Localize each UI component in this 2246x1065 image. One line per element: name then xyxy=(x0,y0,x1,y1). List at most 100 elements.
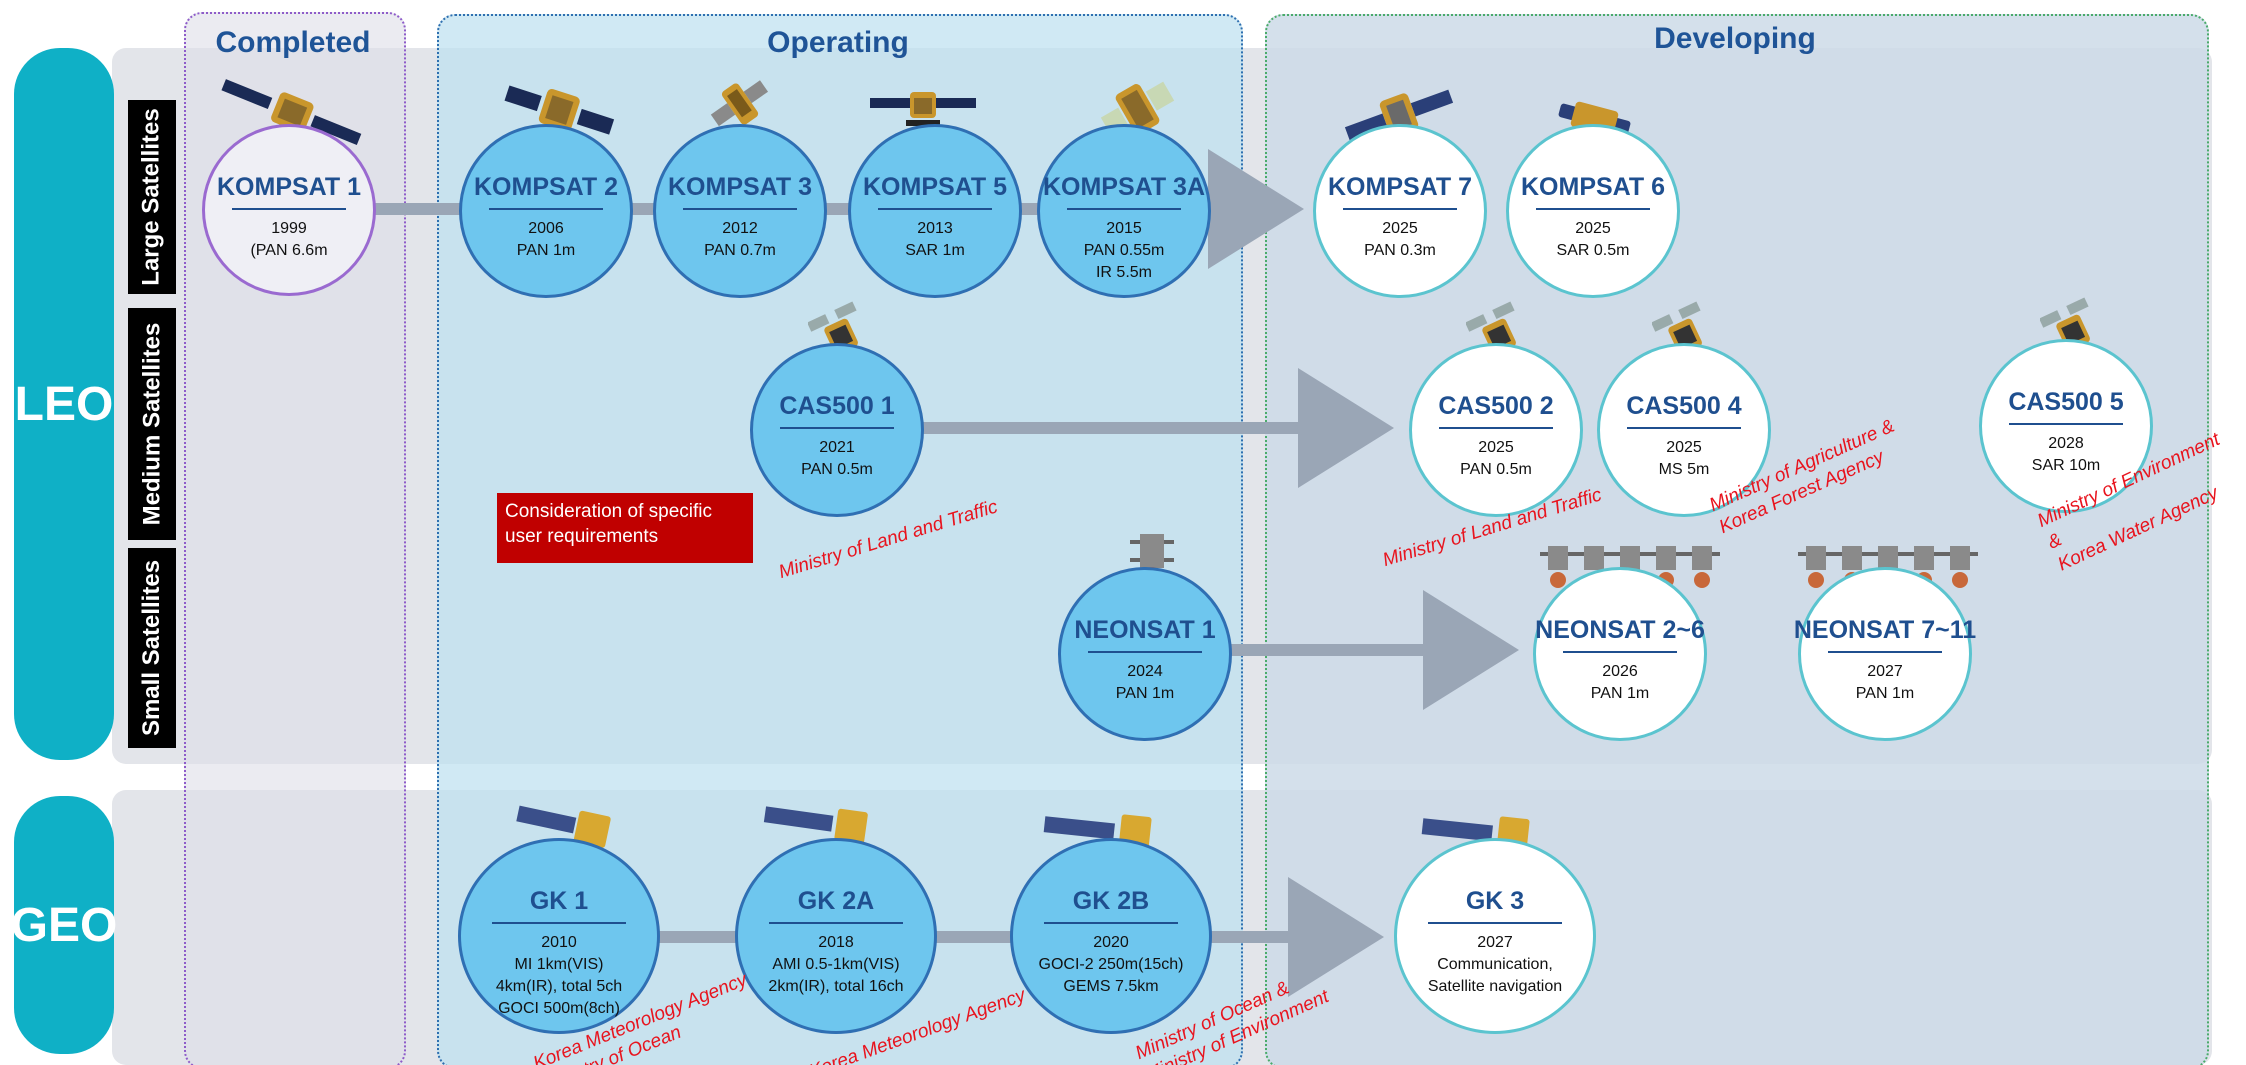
satellite-spec: SAR 0.5m xyxy=(1556,242,1630,259)
satellite-name: GK 2A xyxy=(797,887,875,915)
satellite-name: KOMPSAT 7 xyxy=(1328,173,1472,201)
satellite-spec: PAN 0.5m xyxy=(1460,461,1532,478)
satellite-spec: SAR 1m xyxy=(905,242,965,259)
satellite-gk2a: GK 2A 2018 AMI 0.5-1km(VIS) 2km(IR), tot… xyxy=(735,838,937,1034)
satellite-spec: MS 5m xyxy=(1658,461,1710,478)
satellite-kompsat3: KOMPSAT 3 2012 PAN 0.7m xyxy=(653,124,827,298)
satellite-year: 2025 xyxy=(1382,220,1418,237)
satellite-kompsat6: KOMPSAT 6 2025 SAR 0.5m xyxy=(1506,124,1680,298)
satellite-spec: PAN 0.3m xyxy=(1364,242,1436,259)
divider xyxy=(1438,427,1554,429)
satellite-year: 2012 xyxy=(722,220,758,237)
satellite-name: KOMPSAT 2 xyxy=(474,173,618,201)
satellite-kompsat7: KOMPSAT 7 2025 PAN 0.3m xyxy=(1313,124,1487,298)
satellite-icon xyxy=(710,80,769,127)
satellite-gk2b: GK 2B 2020 GOCI-2 250m(15ch) GEMS 7.5km xyxy=(1010,838,1212,1034)
divider xyxy=(682,208,798,210)
satellite-name: GK 3 xyxy=(1465,887,1525,915)
satellite-cas500-2: CAS500 2 2025 PAN 0.5m xyxy=(1409,343,1583,517)
class-label-large: Large Satellites xyxy=(128,100,176,294)
phase-title-operating: Operating xyxy=(767,26,909,59)
divider xyxy=(231,208,347,210)
satellite-spec: PAN 0.7m xyxy=(704,242,776,259)
satellite-spec: PAN 1m xyxy=(1590,685,1650,702)
satellite-icon xyxy=(221,79,362,145)
satellite-year: 2025 xyxy=(1478,439,1514,456)
satellite-name: NEONSAT 1 xyxy=(1074,616,1216,644)
satellite-name: CAS500 4 xyxy=(1626,392,1742,420)
satellite-year: 2027 xyxy=(1867,663,1903,680)
satellite-kompsat2: KOMPSAT 2 2006 PAN 1m xyxy=(459,124,633,298)
satellite-spec: (PAN 6.6m xyxy=(250,242,328,259)
satellite-name: CAS500 1 xyxy=(779,392,895,420)
divider xyxy=(1044,922,1178,924)
satellite-gk1: GK 1 2010 MI 1km(VIS) 4km(IR), total 5ch… xyxy=(458,838,660,1034)
divider xyxy=(779,427,895,429)
divider xyxy=(1428,922,1562,924)
divider xyxy=(1342,208,1458,210)
satellite-name: CAS500 5 xyxy=(2008,388,2124,416)
satellite-spec: PAN 1m xyxy=(516,242,576,259)
satellite-year: 2006 xyxy=(528,220,564,237)
satellite-name: NEONSAT 2~6 xyxy=(1535,616,1705,644)
satellite-year: 2020 xyxy=(1093,934,1129,951)
satellite-name: GK 2B xyxy=(1072,887,1150,915)
satellite-spec: PAN 1m xyxy=(1115,685,1175,702)
divider xyxy=(1827,651,1943,653)
satellite-neonsat2-6: NEONSAT 2~6 2026 PAN 1m xyxy=(1533,567,1707,741)
satellite-name: KOMPSAT 3 xyxy=(668,173,812,201)
satellite-year: 2027 xyxy=(1477,934,1513,951)
satellite-gk3: GK 3 2027 Communication, Satellite navig… xyxy=(1394,838,1596,1034)
divider xyxy=(1087,651,1203,653)
satellite-neonsat1: NEONSAT 1 2024 PAN 1m xyxy=(1058,567,1232,741)
satellite-spec: MI 1km(VIS) 4km(IR), total 5ch GOCI 500m… xyxy=(495,956,623,1017)
satellite-kompsat1: KOMPSAT 1 1999 (PAN 6.6m xyxy=(202,124,376,296)
satellite-year: 2025 xyxy=(1575,220,1611,237)
divider xyxy=(877,208,993,210)
satellite-year: 2024 xyxy=(1127,663,1163,680)
satellite-year: 2028 xyxy=(2048,435,2084,452)
divider xyxy=(2008,423,2124,425)
satellite-cas500-1: CAS500 1 2021 PAN 0.5m xyxy=(750,343,924,517)
phase-title-developing: Developing xyxy=(1654,22,1816,55)
satellite-spec: Communication, Satellite navigation xyxy=(1427,956,1563,995)
satellite-kompsat5: KOMPSAT 5 2013 SAR 1m xyxy=(848,124,1022,298)
satellite-name: KOMPSAT 6 xyxy=(1521,173,1665,201)
satellite-year: 2015 xyxy=(1106,220,1142,237)
divider xyxy=(1626,427,1742,429)
divider xyxy=(1066,208,1182,210)
satellite-spec: PAN 1m xyxy=(1855,685,1915,702)
class-label-small: Small Satellites xyxy=(128,548,176,748)
satellite-spec: SAR 10m xyxy=(2031,457,2101,474)
orbit-tab-leo: LEO xyxy=(14,48,114,760)
satellite-spec: PAN 0.55m IR 5.5m xyxy=(1083,242,1165,281)
satellite-cas500-5: CAS500 5 2028 SAR 10m xyxy=(1979,339,2153,513)
satellite-cas500-4: CAS500 4 2025 MS 5m xyxy=(1597,343,1771,517)
satellite-name: KOMPSAT 3A xyxy=(1042,173,1206,201)
divider xyxy=(769,922,903,924)
satellite-icon xyxy=(870,92,976,126)
satellite-name: CAS500 2 xyxy=(1438,392,1554,420)
satellite-name: GK 1 xyxy=(529,887,589,915)
satellite-neonsat7-11: NEONSAT 7~11 2027 PAN 1m xyxy=(1794,567,1976,741)
satellite-year: 2026 xyxy=(1602,663,1638,680)
satellite-name: KOMPSAT 5 xyxy=(863,173,1007,201)
orbit-tab-geo: GEO xyxy=(11,796,117,1054)
satellite-spec: GOCI-2 250m(15ch) GEMS 7.5km xyxy=(1038,956,1184,995)
satellite-year: 2025 xyxy=(1666,439,1702,456)
divider xyxy=(492,922,626,924)
satellite-name: KOMPSAT 1 xyxy=(217,173,361,201)
satellite-icon xyxy=(504,85,615,135)
satellite-spec: AMI 0.5-1km(VIS) 2km(IR), total 16ch xyxy=(768,956,904,995)
satellite-year: 2021 xyxy=(819,439,855,456)
divider xyxy=(1535,208,1651,210)
phase-title-completed: Completed xyxy=(215,26,371,59)
satellite-year: 2018 xyxy=(818,934,854,951)
satellite-kompsat3a: KOMPSAT 3A 2015 PAN 0.55m IR 5.5m xyxy=(1037,124,1211,298)
divider xyxy=(488,208,604,210)
satellite-year: 2013 xyxy=(917,220,953,237)
requirements-note: Consideration of specific user requireme… xyxy=(497,493,753,563)
satellite-year: 2010 xyxy=(541,934,577,951)
satellite-name: NEONSAT 7~11 xyxy=(1793,616,1977,644)
